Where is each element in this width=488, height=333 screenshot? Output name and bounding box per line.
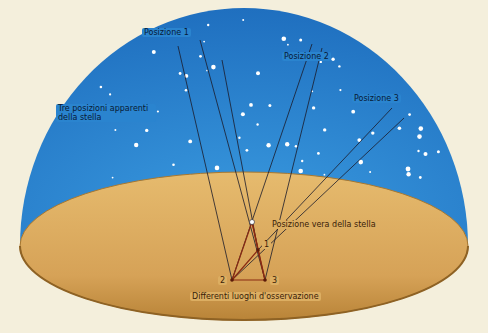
star-dot: [199, 55, 202, 58]
star-dot: [242, 19, 244, 21]
star-dot: [172, 163, 175, 166]
star-dot: [287, 44, 289, 46]
ground-plane: [20, 172, 468, 320]
sight-line: [232, 44, 312, 280]
star-dot: [179, 72, 182, 75]
star-dot: [417, 150, 419, 152]
star-dot: [323, 128, 326, 131]
observation-triangle: [232, 222, 265, 280]
star-dot: [256, 123, 258, 125]
star-dot: [371, 131, 374, 134]
star-dot: [185, 89, 188, 92]
observer-point: [230, 278, 234, 282]
star-dot: [238, 137, 240, 139]
star-dot: [369, 171, 371, 173]
star-dot: [295, 145, 298, 148]
star-dot: [249, 103, 253, 107]
star-dot: [324, 174, 326, 176]
star-dot: [398, 127, 402, 131]
star-dot: [320, 61, 322, 63]
baseline-ray: [232, 222, 252, 280]
star-dot: [246, 149, 249, 152]
star-dot: [134, 143, 138, 147]
apparent-position-label: Posizione 3: [352, 94, 401, 103]
sight-lines: [178, 40, 404, 280]
star-dot: [437, 150, 440, 153]
sight-line: [200, 40, 265, 280]
star-dot: [285, 142, 289, 146]
star-dot: [100, 86, 103, 89]
star-dot: [188, 140, 192, 144]
star-dot: [256, 71, 260, 75]
star-dot: [152, 50, 156, 54]
observer-point: [256, 248, 260, 252]
observer-places-label: Differenti luoghi d'osservazione: [190, 292, 321, 301]
star-dot: [417, 134, 422, 139]
callout-number: 3: [270, 276, 279, 285]
star-dot: [207, 24, 209, 26]
star-dot: [109, 93, 111, 95]
star-dot: [206, 70, 208, 72]
star-dot: [241, 112, 245, 116]
observer-point: [263, 278, 267, 282]
star-dot: [312, 106, 315, 109]
sight-line: [222, 60, 258, 250]
star-dot: [211, 65, 216, 70]
star-dot: [338, 65, 340, 67]
baseline-ray: [252, 222, 258, 250]
star-dot: [299, 39, 302, 42]
callout-number: 2: [218, 276, 227, 285]
star-dot: [268, 104, 271, 107]
star-dot: [419, 126, 424, 131]
baseline-ray: [252, 222, 265, 280]
ground-rim: [20, 246, 468, 320]
sight-line: [258, 108, 392, 250]
star-dot: [112, 177, 114, 179]
star-dot: [419, 176, 422, 179]
star-dot: [203, 41, 205, 43]
star-dot: [331, 58, 334, 61]
apparent-position-label: Posizione 2: [282, 52, 331, 61]
star-dot: [157, 110, 159, 112]
star-dot: [282, 37, 287, 42]
star-dot: [406, 172, 410, 176]
star-dot: [301, 160, 303, 162]
star-dot: [298, 169, 303, 174]
apparent-position-label: Posizione 1: [142, 28, 191, 37]
star-dot: [145, 129, 148, 132]
sight-line: [178, 46, 232, 280]
star-dot: [266, 143, 270, 147]
star-dot: [351, 110, 355, 114]
star-dot: [215, 166, 220, 171]
true-star: [250, 220, 255, 225]
sight-line: [232, 118, 404, 280]
note-label: Tre posizioni apparenti della stella: [56, 104, 156, 122]
star-dot: [424, 152, 428, 156]
star-dot: [339, 89, 341, 91]
true-position-label: Posizione vera della stella: [270, 220, 378, 229]
callout-number: 1: [262, 240, 271, 249]
star-dot: [114, 129, 116, 131]
star-dot: [408, 113, 411, 116]
sight-line: [265, 48, 322, 280]
star-dot: [317, 152, 320, 155]
star-dot: [406, 167, 411, 172]
